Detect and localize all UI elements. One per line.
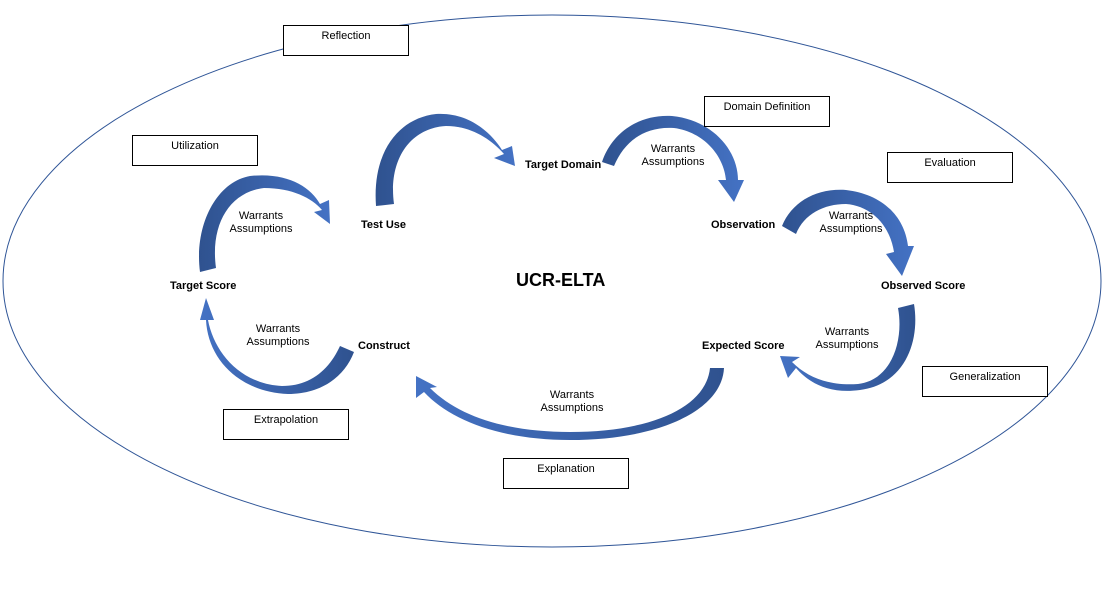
arrow-observed-score-to-expected-score (780, 304, 916, 391)
stage-box-reflection: Reflection (283, 25, 409, 56)
node-target-domain: Target Domain (525, 159, 602, 171)
arrow-test-use-to-target-domain (375, 113, 515, 206)
node-observed-score: Observed Score (881, 280, 966, 292)
arrow-observation-to-observed-score (782, 189, 914, 276)
node-test-use: Test Use (361, 219, 407, 231)
node-construct: Construct (358, 340, 410, 352)
stage-box-utilization: Utilization (132, 135, 258, 166)
stage-box-explanation: Explanation (503, 458, 629, 489)
stage-box-evaluation: Evaluation (887, 152, 1013, 183)
reflection-ellipse (2, 14, 1102, 548)
arrow-target-score-to-test-use (199, 175, 330, 272)
stage-box-domain-definition: Domain Definition (704, 96, 830, 127)
stage-box-extrapolation: Extrapolation (223, 409, 349, 440)
node-expected-score: Expected Score (702, 340, 785, 352)
node-target-score: Target Score (170, 280, 237, 292)
arrow-target-domain-to-observation (602, 115, 744, 202)
node-observation: Observation (711, 219, 776, 231)
stage-box-generalization: Generalization (922, 366, 1048, 397)
diagram-title: UCR-ELTA (516, 270, 606, 290)
